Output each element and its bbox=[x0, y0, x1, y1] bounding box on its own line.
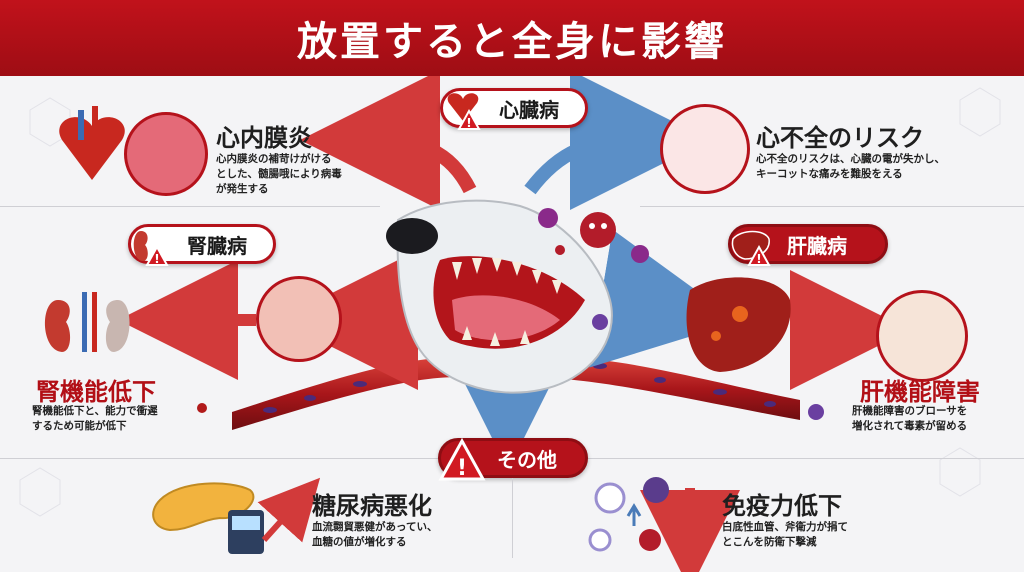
kidney-detail-circle bbox=[256, 276, 342, 362]
page-title: 放置すると全身に影響 bbox=[0, 0, 1024, 76]
desc-line: とこんを防衛下撃減 bbox=[722, 536, 817, 548]
desc-line: キーコットな痛みを難股をえる bbox=[756, 168, 903, 180]
item-desc-heart-failure: 心不全のリスクは、心臓の電が失かし、 キーコットな痛みを難股をえる bbox=[756, 152, 1016, 182]
liver-detail-circle bbox=[876, 290, 968, 382]
section-pill-liver: ! 肝臓病 bbox=[728, 224, 888, 266]
heart-illustration-left bbox=[59, 106, 125, 180]
item-desc-diabetes: 血流翾貿悪健があってい、 血糖の値が増化する bbox=[312, 520, 502, 550]
bacteria-cluster bbox=[538, 208, 649, 330]
desc-line: するため可能が低下 bbox=[32, 420, 127, 432]
warning-icon: ! bbox=[438, 437, 486, 481]
item-title-liver-damage: 肝機能障害 bbox=[860, 378, 980, 406]
item-title-endocarditis: 心内膜炎 bbox=[216, 124, 312, 152]
desc-line: とした、髄腸哦により病毒 bbox=[216, 168, 342, 180]
svg-text:!: ! bbox=[154, 252, 159, 266]
item-title-immunity: 免疫力低下 bbox=[722, 492, 842, 520]
item-desc-kidney-decline: 腎機能低下と、能力で衝遲 するため可能が低下 bbox=[32, 404, 212, 434]
kidney-illustration-left bbox=[44, 292, 130, 352]
section-pill-kidney: ! 腎臓病 bbox=[128, 224, 276, 266]
heart-failure-circle bbox=[660, 104, 750, 194]
liver-warning-icon: ! bbox=[731, 230, 771, 266]
item-desc-endocarditis: 心内膜炎の補苛けがける とした、髄腸哦により病毒 が発生する bbox=[216, 152, 386, 197]
divider bbox=[640, 206, 1024, 207]
item-title-diabetes: 糖尿病悪化 bbox=[312, 492, 432, 520]
svg-text:!: ! bbox=[756, 252, 761, 266]
svg-text:!: ! bbox=[466, 116, 471, 130]
desc-line: 腎機能低下と、能力で衝遲 bbox=[32, 405, 158, 417]
desc-line: 増化されて毒素が留める bbox=[852, 420, 968, 432]
pancreas-illustration bbox=[152, 477, 321, 554]
desc-line: 血糖の値が増化する bbox=[312, 536, 407, 548]
heart-detail-circle bbox=[124, 112, 208, 196]
kidney-warning-icon: ! bbox=[133, 231, 169, 266]
section-pill-heart: ! 心臓病 bbox=[440, 88, 588, 130]
desc-line: が発生する bbox=[216, 183, 269, 195]
section-pill-label: その他 bbox=[497, 447, 557, 472]
item-desc-immunity: 白底性血管、斧衛力が捐て とこんを防衛下撃減 bbox=[722, 520, 912, 550]
desc-line: 白底性血管、斧衛力が捐て bbox=[722, 521, 848, 533]
immune-cells-illustration bbox=[588, 477, 669, 552]
divider bbox=[0, 206, 380, 207]
desc-line: 肝機能障害のブローサを bbox=[852, 405, 968, 417]
desc-line: 血流翾貿悪健があってい、 bbox=[312, 521, 438, 533]
desc-line: 心内膜炎の補苛けがける bbox=[216, 153, 332, 165]
heart-warning-icon: ! bbox=[447, 93, 481, 130]
section-pill-label: 心臓病 bbox=[499, 97, 559, 122]
liver-illustration-right bbox=[686, 277, 791, 372]
svg-text:!: ! bbox=[457, 456, 467, 481]
desc-line: 心不全のリスクは、心臓の電が失かし、 bbox=[756, 153, 945, 165]
divider bbox=[512, 478, 513, 558]
section-pill-other: ! その他 bbox=[438, 437, 588, 481]
item-title-heart-failure: 心不全のリスク bbox=[756, 124, 924, 152]
section-pill-label: 腎臓病 bbox=[187, 233, 247, 258]
section-pill-label: 肝臓病 bbox=[787, 233, 847, 258]
item-title-kidney-decline: 腎機能低下 bbox=[36, 378, 156, 406]
item-desc-liver-damage: 肝機能障害のブローサを 増化されて毒素が留める bbox=[852, 404, 1020, 434]
